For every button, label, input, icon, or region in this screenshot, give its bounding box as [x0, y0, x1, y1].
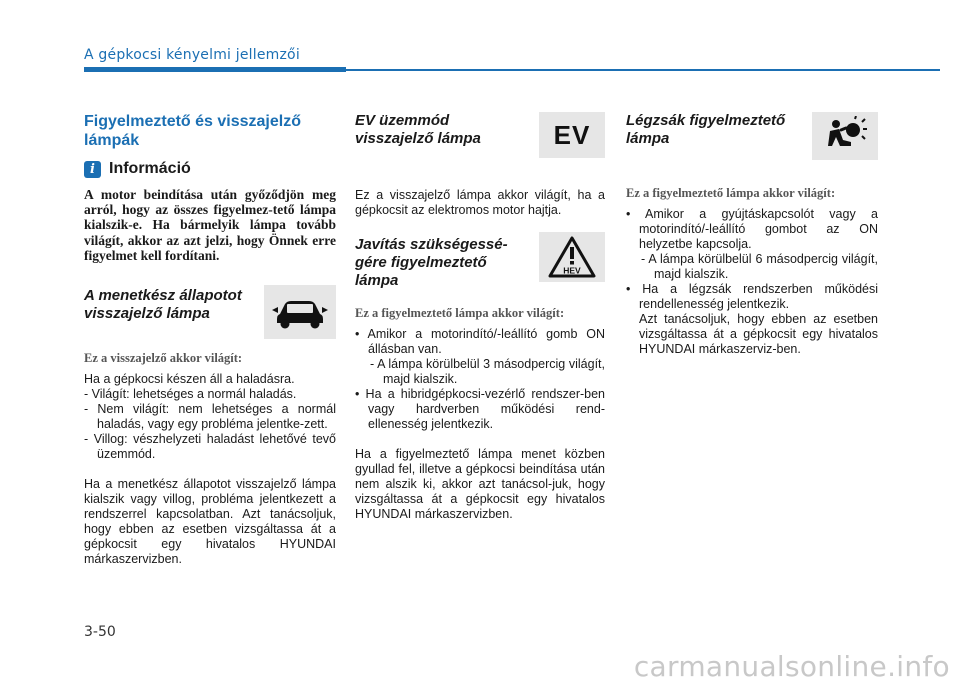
airbag-lamp-icon [812, 112, 878, 160]
service-lamp-note: Ha a figyelmeztető lámpa menet közben gy… [355, 447, 605, 521]
ready-item: - Nem világít: nem lehetséges a normál h… [84, 402, 336, 432]
ready-item: - Villog: vészhelyzeti haladást lehetővé… [84, 432, 336, 462]
airbag-bullet: • Ha a légzsák rendszerben működési rend… [626, 282, 878, 311]
ready-lamp-head: A menetkész állapotot visszajelző lámpa [84, 285, 336, 340]
info-row: i Információ [84, 160, 336, 178]
ev-lamp-title: EV üzemmód visszajelző lámpa [355, 112, 481, 147]
watermark: carmanualsonline.info [633, 650, 950, 683]
service-bullet: • Ha a hibridgépkocsi-vezérlő rendszer-b… [355, 387, 605, 431]
column-2: EV üzemmód visszajelző lámpa EV Ez a vis… [355, 112, 605, 522]
ready-lamp-icon [264, 285, 336, 340]
service-lamp-head: Javítás szükségessé-gére figyelmeztető l… [355, 232, 605, 292]
service-lamp-when: Ez a figyelmeztető lámpa akkor világít: [355, 306, 565, 320]
service-bullet: • Amikor a motorindító/-leállító gomb ON… [355, 327, 605, 356]
airbag-lamp-when: Ez a figyelmeztető lámpa akkor világít: [626, 186, 836, 200]
ready-item: - Világít: lehetséges a normál haladás. [84, 387, 297, 402]
airbag-lamp-title: Légzsák figyelmeztető lámpa [626, 112, 786, 147]
info-text: A motor beindítása után győződjön meg ar… [84, 187, 336, 263]
ready-lamp-note: Ha a menetkész állapotot visszajelző lám… [84, 477, 336, 567]
header-rule-thick [84, 67, 346, 72]
ready-lamp-intro: Ha a gépkocsi készen áll a haladásra. [84, 372, 295, 387]
ev-lamp-head: EV üzemmód visszajelző lámpa EV [355, 112, 605, 168]
column-3: Légzsák figyelmeztető lámpa Ez a figyelm… [626, 112, 878, 357]
header-title: A gépkocsi kényelmi jellemzői [84, 47, 300, 63]
ev-lamp-icon: EV [539, 112, 605, 158]
info-icon: i [84, 160, 101, 178]
service-subitem: - A lámpa körülbelül 3 másodpercig világ… [370, 357, 605, 386]
ev-lamp-text: Ez a visszajelző lámpa akkor világít, ha… [355, 188, 605, 217]
page-number: 3-50 [84, 624, 116, 640]
airbag-subitem: - A lámpa körülbelül 6 másodpercig világ… [641, 252, 878, 281]
column-1: Figyelmeztető és visszajelző lámpák i In… [84, 112, 336, 567]
section-title: Figyelmeztető és visszajelző lámpák [84, 113, 301, 149]
ev-icon-text: EV [553, 119, 591, 150]
service-icon-text: HEV [563, 266, 581, 276]
header-rule-thin [346, 69, 940, 71]
airbag-lamp-head: Légzsák figyelmeztető lámpa [626, 112, 878, 168]
service-lamp-title: Javítás szükségessé-gére figyelmeztető l… [355, 236, 508, 289]
ready-lamp-title: A menetkész állapotot visszajelző lámpa [84, 287, 242, 323]
info-title: Információ [109, 160, 191, 177]
airbag-note: Azt tanácsoljuk, hogy ebben az esetben v… [639, 312, 878, 356]
ready-lamp-when: Ez a visszajelző akkor világít: [84, 351, 243, 366]
airbag-bullet: • Amikor a gyújtáskapcsolót vagy a motor… [626, 207, 878, 251]
service-lamp-icon: HEV [539, 232, 605, 282]
